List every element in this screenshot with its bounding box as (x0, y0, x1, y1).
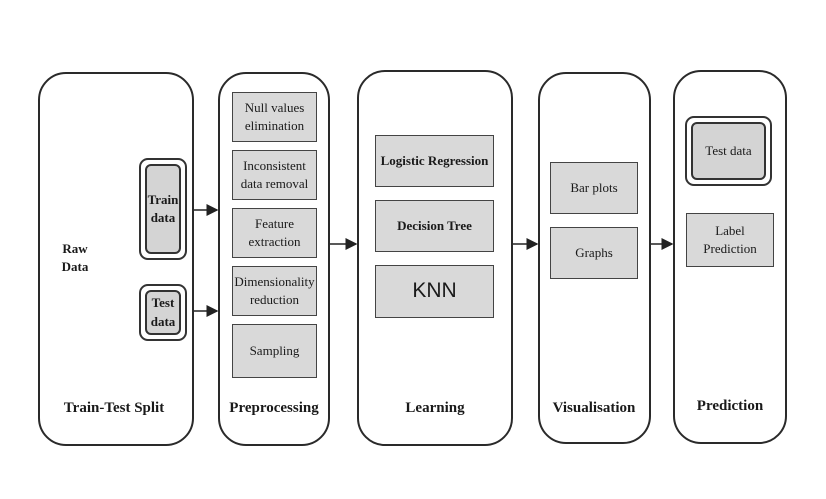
train-data-label-line1: Train (147, 191, 179, 207)
decision-tree-label: Decision Tree (397, 218, 472, 234)
stage-label-visualisation: Visualisation (552, 400, 636, 416)
label-prediction-label-line2: Prediction (703, 241, 757, 256)
inconsistent-data-removal-box: Inconsistent data removal (232, 150, 317, 200)
feature-extraction-box: Feature extraction (232, 208, 317, 258)
knn-box: KNN (375, 265, 494, 318)
null-values-elimination-box: Null values elimination (232, 92, 317, 142)
null-values-label-line2: elimination (244, 118, 305, 133)
inconsistent-label-line1: Inconsistent (243, 158, 306, 174)
logistic-regression-box: Logistic Regression (375, 135, 494, 187)
dimensionality-label-line1: Dimensionality (234, 274, 315, 290)
stage-label-train-test-split: Train-Test Split (63, 400, 165, 416)
test-data-prediction-label: Test data (705, 142, 752, 158)
label-prediction-box: Label Prediction (686, 213, 774, 267)
train-data-label-line2: data (150, 210, 176, 225)
sampling-label: Sampling (249, 343, 300, 359)
stage-label-learning: Learning (405, 400, 465, 416)
dimensionality-reduction-box: Dimensionality reduction (232, 266, 317, 316)
graphs-label: Graphs (575, 245, 613, 261)
test-data-label-line1: Test (151, 295, 175, 311)
feature-extraction-label-line1: Feature (255, 216, 294, 232)
feature-extraction-label-line2: extraction (248, 234, 301, 249)
raw-data-label-line1: Raw (62, 241, 88, 256)
knn-label: KNN (412, 279, 457, 303)
sampling-box: Sampling (232, 324, 317, 378)
stage-label-preprocessing: Preprocessing (229, 400, 319, 416)
inconsistent-label-line2: data removal (240, 176, 309, 191)
graphs-box: Graphs (550, 227, 638, 279)
null-values-label-line1: Null values (244, 100, 305, 116)
test-data-prediction-box: Test data (685, 116, 772, 186)
test-data-box: Test data (139, 284, 187, 341)
decision-tree-box: Decision Tree (375, 200, 494, 252)
raw-data-label: Raw Data (62, 240, 89, 276)
bar-plots-box: Bar plots (550, 162, 638, 214)
logistic-regression-label: Logistic Regression (380, 153, 489, 169)
stage-learning (357, 70, 513, 446)
train-data-box: Train data (139, 158, 187, 260)
bar-plots-label: Bar plots (570, 180, 618, 196)
label-prediction-label-line1: Label (715, 223, 745, 239)
test-data-label-line2: data (150, 313, 176, 329)
dimensionality-label-line2: reduction (249, 292, 300, 307)
raw-data-label-line2: Data (61, 259, 89, 275)
stage-label-prediction: Prediction (696, 398, 764, 414)
